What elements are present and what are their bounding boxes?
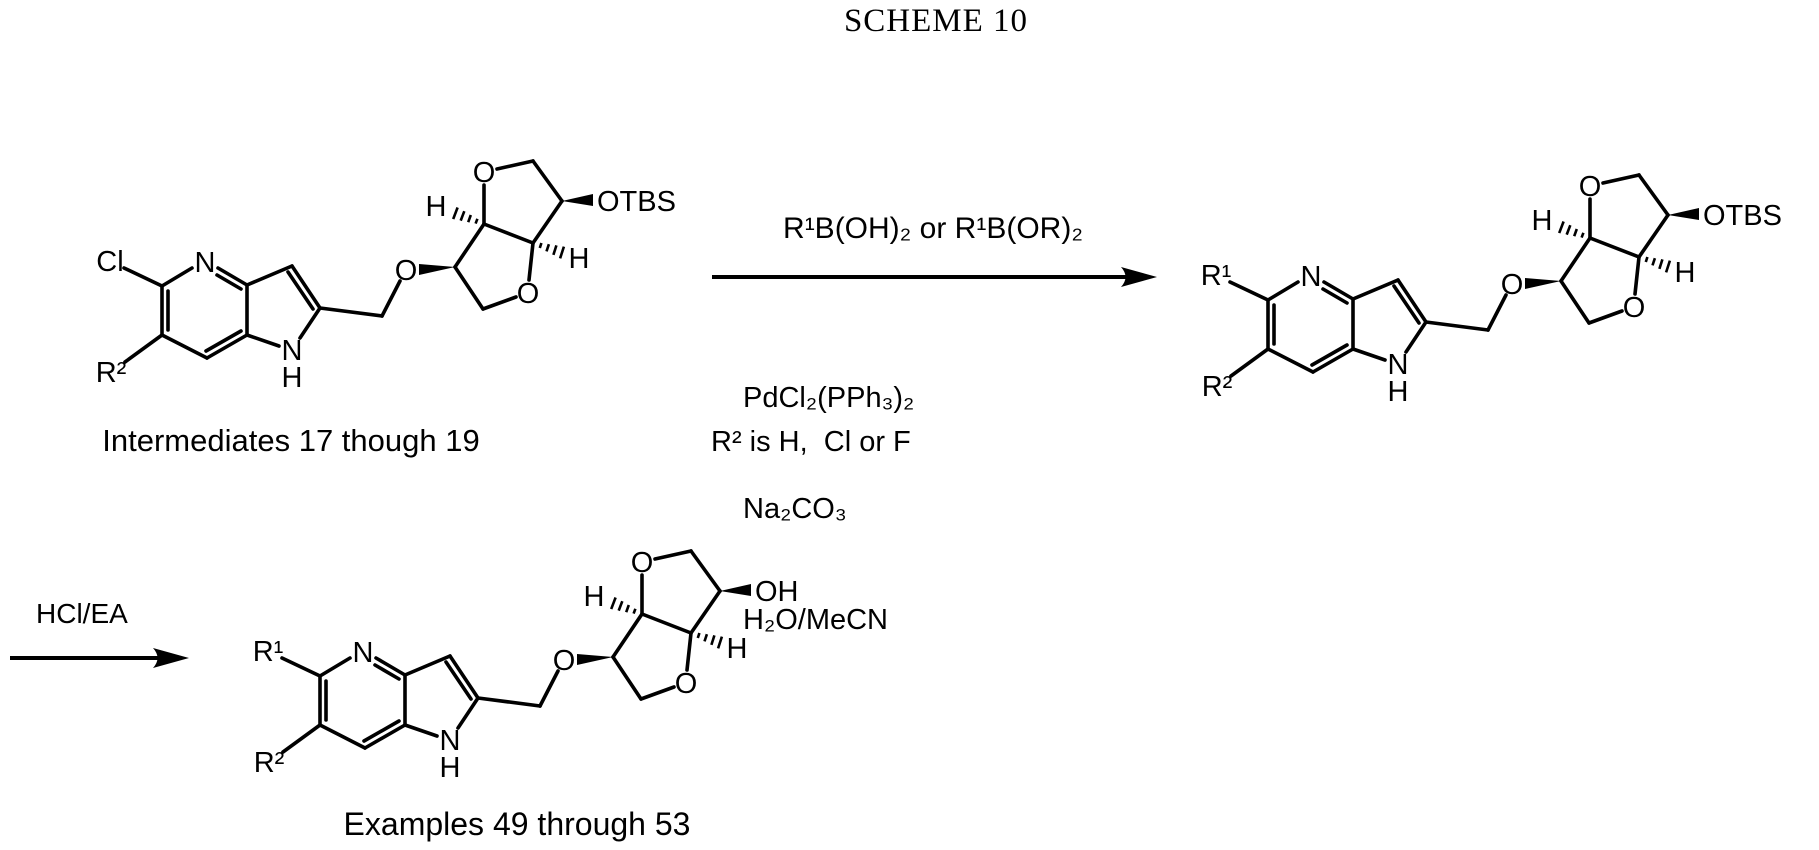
arrow-head-icon (153, 648, 189, 668)
substituent-note: R² is H, Cl or F (711, 426, 911, 458)
atom-label-terminal-otbs: OTBS (1703, 200, 1782, 232)
atom-label-ether-o: O (1501, 269, 1524, 301)
atom-label-ether-o: O (395, 255, 418, 287)
atom-label-pyrrole-n: N (1388, 349, 1409, 381)
atom-label-bottom-o: O (675, 668, 698, 700)
reagent-list-below-arrow: PdCl₂(PPh₃)₂ Na₂CO₃ H₂O/MeCN (743, 306, 914, 713)
atom-label-terminal-oh: OH (755, 576, 799, 608)
atom-label-pyridine-n: N (195, 247, 216, 279)
atom-label-pyridine-n: N (1301, 261, 1322, 293)
atom-label-top-o: O (473, 157, 496, 189)
atom-label-pyrrole-n: N (282, 335, 303, 367)
atom-label-pyridine-n: N (353, 637, 374, 669)
atom-label-top-h: H (1532, 205, 1553, 237)
atom-label-bottom-o: O (1623, 292, 1646, 324)
structure-coupled: R¹ N R² N H O O O H H OTBS (1201, 171, 1782, 408)
atom-label-sub2: R² (254, 747, 285, 779)
reaction-arrow-2 (10, 648, 189, 668)
atom-label-sub1: Cl (96, 246, 123, 278)
atom-label-sub1: R¹ (253, 636, 284, 668)
caption-examples: Examples 49 through 53 (343, 806, 691, 842)
atom-label-ether-o: O (553, 645, 576, 677)
structure-product: R¹ N R² N H O O O H H OH (253, 547, 799, 784)
caption-intermediates: Intermediates 17 though 19 (102, 423, 480, 458)
atom-label-terminal-otbs: OTBS (597, 186, 676, 218)
atom-label-top-o: O (631, 547, 654, 579)
atom-label-pyrrole-h: H (440, 752, 461, 784)
step2-reagent-label: HCl/EA (36, 598, 128, 629)
atom-label-top-o: O (1579, 171, 1602, 203)
atom-label-sub1: R¹ (1201, 260, 1232, 292)
arrow-head-icon (1121, 267, 1157, 287)
atom-label-sub2: R² (96, 357, 127, 389)
reagent-line-base: Na₂CO₃ (743, 493, 847, 525)
reagent-line-catalyst: PdCl₂(PPh₃)₂ (743, 382, 915, 414)
atom-label-top-h: H (426, 191, 447, 223)
reagent-line-solvent: H₂O/MeCN (743, 604, 888, 636)
atom-label-bottom-h: H (727, 633, 748, 665)
atom-label-bottom-h: H (569, 243, 590, 275)
atom-label-pyrrole-n: N (440, 725, 461, 757)
atom-label-pyrrole-h: H (282, 362, 303, 394)
atom-label-sub2: R² (1202, 371, 1233, 403)
atom-label-top-h: H (584, 581, 605, 613)
reagent-above-arrow: R¹B(OH)₂ or R¹B(OR)₂ (783, 212, 1083, 245)
scheme-title: SCHEME 10 (843, 3, 1029, 39)
atom-label-pyrrole-h: H (1388, 376, 1409, 408)
structure-start: Cl N R² N H O O O H H OTBS (96, 157, 676, 394)
atom-label-bottom-h: H (1675, 257, 1696, 289)
atom-label-bottom-o: O (517, 278, 540, 310)
reaction-arrow-1 (712, 267, 1157, 287)
